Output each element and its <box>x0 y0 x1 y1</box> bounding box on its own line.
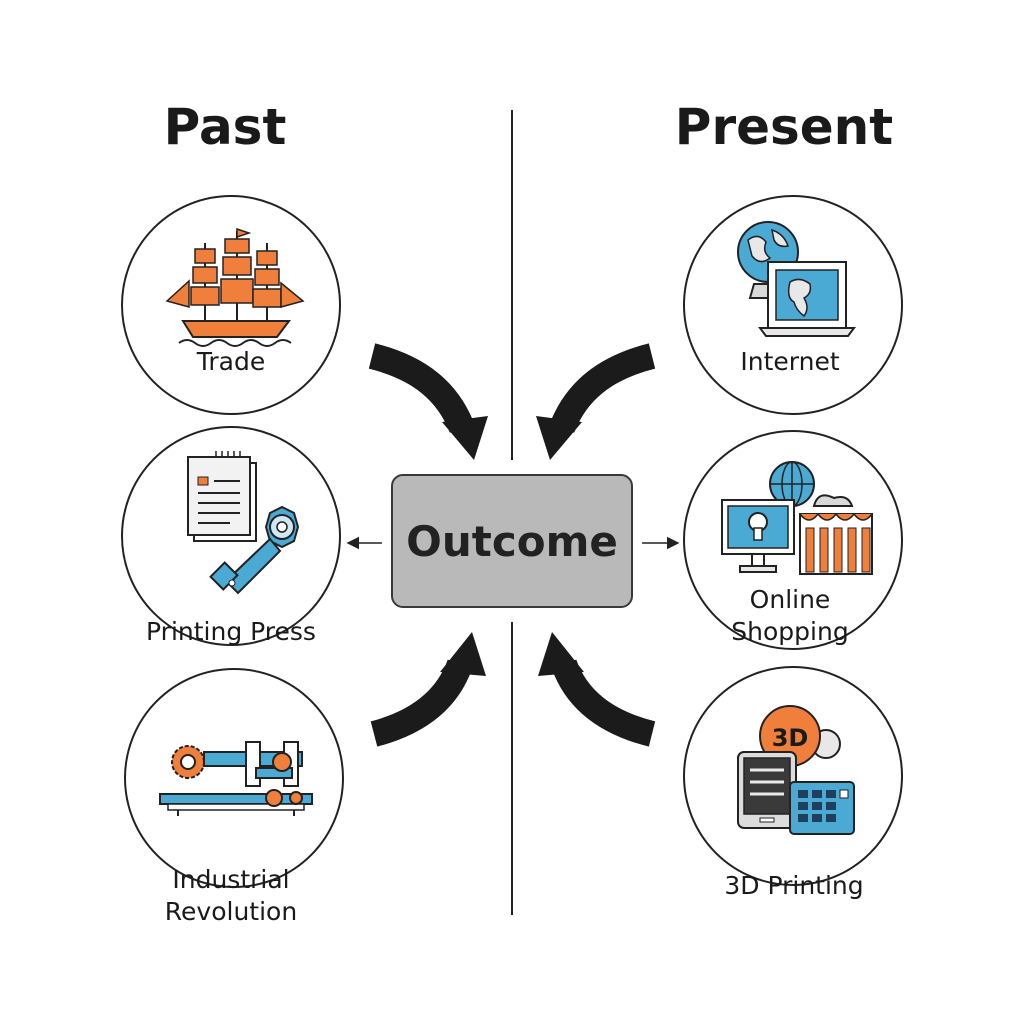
label-trade: Trade <box>196 347 266 376</box>
heading-past: Past <box>163 98 287 156</box>
circle-trade <box>121 195 341 415</box>
arrow-trade-to-outcome <box>368 343 488 460</box>
arrow-3d-printing-to-outcome <box>538 632 656 747</box>
label-online-shopping: Online Shopping <box>731 585 849 646</box>
outcome-label: Outcome <box>406 516 618 566</box>
3d-badge-text: 3D <box>772 724 809 752</box>
printing-press-icon <box>187 451 300 595</box>
label-printing-press: Printing Press <box>146 617 316 646</box>
heading-present: Present <box>674 98 894 156</box>
ship-icon <box>165 227 305 347</box>
label-3d-printing: 3D Printing <box>724 871 864 900</box>
label-internet: Internet <box>740 347 840 376</box>
label-industrial-revolution: Industrial Revolution <box>164 865 298 926</box>
outcome-box: Outcome <box>391 474 633 608</box>
arrow-internet-to-outcome <box>536 343 656 460</box>
3d-printer-icon: 3D <box>737 705 855 835</box>
globe-laptop-icon <box>737 221 856 337</box>
industrial-machine-icon <box>159 741 313 816</box>
online-shopping-icon <box>721 461 873 575</box>
arrow-industrial-to-outcome <box>370 632 486 747</box>
circle-industrial-revolution <box>124 668 344 888</box>
